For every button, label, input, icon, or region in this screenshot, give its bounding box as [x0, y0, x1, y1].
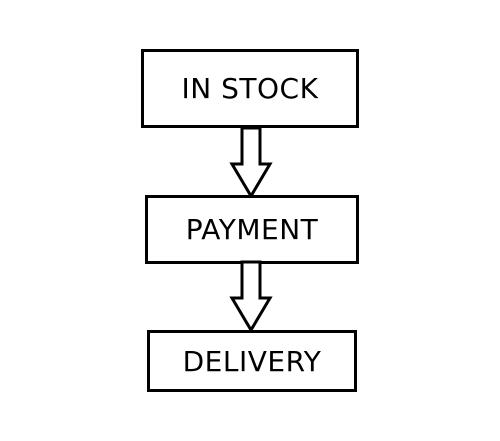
step-label-in-stock: IN STOCK — [181, 72, 319, 105]
down-arrow-icon — [229, 260, 273, 333]
down-arrow-icon — [229, 126, 273, 199]
step-label-delivery: DELIVERY — [182, 344, 322, 378]
step-box-delivery: DELIVERY — [147, 330, 357, 392]
step-label-payment: PAYMENT — [185, 213, 319, 246]
step-box-in-stock: IN STOCK — [141, 49, 359, 128]
step-box-payment: PAYMENT — [145, 195, 359, 264]
